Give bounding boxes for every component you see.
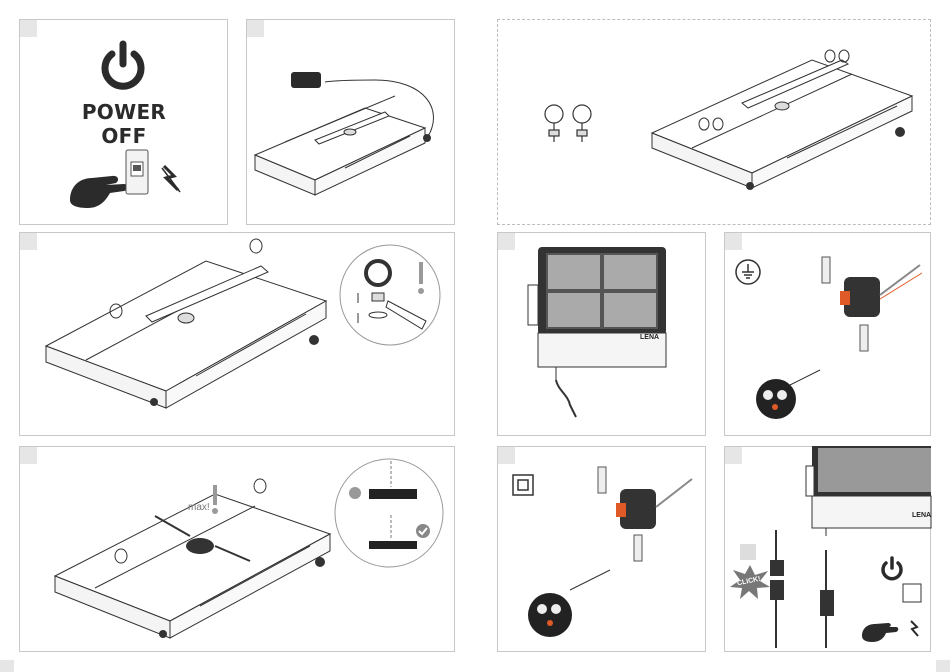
luminaire-back-illustration — [255, 70, 445, 210]
connector-icon — [520, 465, 695, 645]
power-off-title: POWER OFF — [64, 100, 184, 148]
switch-box-icon — [902, 583, 922, 603]
step-number-box — [498, 233, 515, 250]
step-number-box — [20, 447, 37, 464]
product-brand-label: LENA — [912, 512, 931, 519]
max-label: max! — [188, 502, 210, 513]
hand-icon — [860, 614, 900, 644]
page-marker-right — [936, 660, 950, 672]
step-number-box — [20, 20, 37, 37]
eye-bolt-icon — [536, 100, 606, 150]
power-icon — [98, 40, 148, 90]
connector-icon — [750, 255, 925, 430]
step-number-box — [725, 447, 742, 464]
step-number-box — [498, 447, 515, 464]
step-number-box — [247, 20, 264, 37]
zoom-callout-drill — [333, 457, 445, 569]
lightning-icon — [160, 164, 182, 194]
power-icon — [879, 556, 905, 582]
warning-exclamation-icon — [211, 485, 219, 515]
warning-exclamation-icon — [416, 262, 426, 296]
zoom-callout-wrench — [338, 243, 443, 348]
step-number-box — [20, 233, 37, 250]
product-brand-label: LENA — [640, 334, 659, 341]
floodlight-front-partial-illustration — [806, 446, 931, 536]
luminaire-mounting-illustration — [46, 236, 331, 416]
check-icon — [415, 523, 431, 539]
luminaire-with-eye-bolts-illustration — [652, 48, 917, 198]
lightning-icon — [908, 620, 920, 638]
circuit-breaker-icon — [120, 148, 154, 196]
step-number-box — [725, 233, 742, 250]
page-marker-left — [0, 660, 14, 672]
